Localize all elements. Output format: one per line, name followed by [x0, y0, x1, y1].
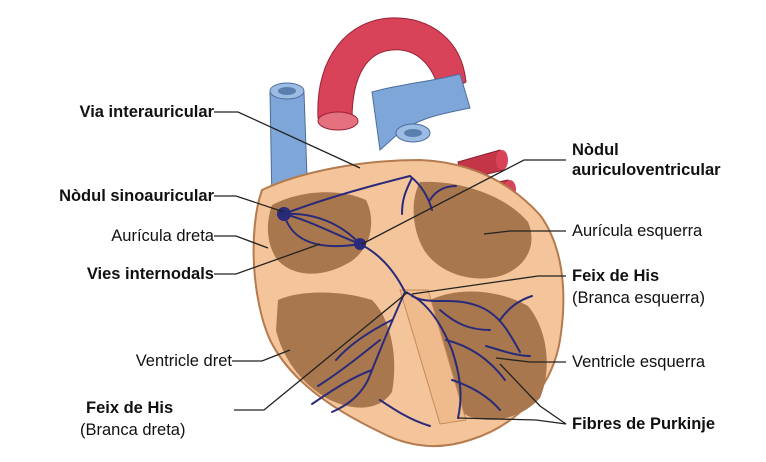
label-auricula-esquerra: Aurícula esquerra — [572, 221, 702, 241]
label-via-interauricular: Via interauricular — [79, 102, 214, 122]
label-fibres-purkinje: Fibres de Purkinje — [572, 414, 715, 434]
right-ventricle-chamber — [276, 293, 394, 408]
atrioventricular-node — [354, 238, 366, 250]
label-ventricle-dret: Ventricle dret — [136, 351, 232, 371]
label-ventricle-esquerra: Ventricle esquerra — [572, 352, 705, 372]
label-vies-internodals: Vies internodals — [87, 264, 214, 284]
label-nodul-av-line2: auriculoventricular — [572, 160, 721, 180]
label-auricula-dreta: Aurícula dreta — [111, 226, 214, 246]
label-feix-his-esquerra-title: Feix de His — [572, 266, 659, 286]
sinoatrial-node — [277, 207, 291, 221]
label-feix-his-dreta-sub: (Branca dreta) — [80, 420, 185, 440]
label-nodul-av-line1: Nòdul — [572, 140, 619, 160]
label-feix-his-esquerra-sub: (Branca esquerra) — [572, 288, 705, 308]
label-nodul-sinoauricular: Nòdul sinoauricular — [59, 186, 214, 206]
label-feix-his-dreta-title: Feix de His — [86, 398, 173, 418]
